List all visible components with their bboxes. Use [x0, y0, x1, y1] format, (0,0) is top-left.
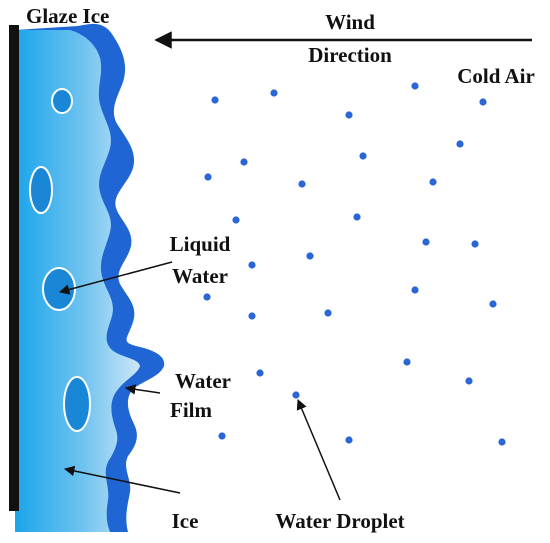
water-droplet — [306, 252, 314, 260]
water-droplet — [218, 432, 226, 440]
water-droplet — [298, 180, 306, 188]
glaze-ice-label: Glaze Ice — [26, 4, 109, 28]
water-droplet — [248, 312, 256, 320]
water-droplet — [411, 82, 419, 90]
water-droplet — [211, 96, 219, 104]
water-droplet — [345, 111, 353, 119]
water-droplet — [248, 261, 256, 269]
water-droplet — [240, 158, 248, 166]
liquid-water-pocket — [51, 88, 73, 114]
water-droplet — [422, 238, 430, 246]
water-droplet — [324, 309, 332, 317]
water-droplet — [489, 300, 497, 308]
liquid-water-pointer — [58, 261, 173, 295]
water-droplet — [411, 286, 419, 294]
water-film-label-line1: Water — [175, 369, 231, 393]
surface-wall — [9, 25, 19, 511]
water-droplet — [292, 391, 300, 399]
water-droplet — [345, 436, 353, 444]
water-droplet — [204, 173, 212, 181]
water-droplet — [456, 140, 464, 148]
water-droplet — [270, 89, 278, 97]
water-film-pointer — [124, 384, 161, 395]
liquid-water-pocket — [29, 166, 53, 214]
ice-pointer — [63, 465, 181, 494]
water-droplet — [353, 213, 361, 221]
water-droplet — [256, 369, 264, 377]
glaze-ice-layer — [15, 30, 140, 532]
wind-label-line1: Wind — [325, 10, 375, 34]
water-droplet — [498, 438, 506, 446]
water-droplet — [403, 358, 411, 366]
water-film-label-line2: Film — [170, 398, 212, 422]
water-droplet — [232, 216, 240, 224]
water-droplet — [359, 152, 367, 160]
water-droplet — [479, 98, 487, 106]
water-droplet — [203, 293, 211, 301]
liquid-water-label-line2: Water — [172, 264, 228, 288]
water-droplet-label: Water Droplet — [275, 509, 404, 533]
ice-label: Ice — [172, 509, 199, 533]
water-droplet-pointer — [296, 399, 341, 501]
cold-air-label: Cold Air — [457, 64, 535, 88]
liquid-water-label-line1: Liquid — [170, 232, 231, 256]
water-droplet — [465, 377, 473, 385]
wind-label-line2: Direction — [308, 43, 392, 67]
liquid-water-pocket — [63, 376, 91, 432]
water-droplet — [471, 240, 479, 248]
water-droplet — [429, 178, 437, 186]
water-droplets — [203, 82, 506, 446]
